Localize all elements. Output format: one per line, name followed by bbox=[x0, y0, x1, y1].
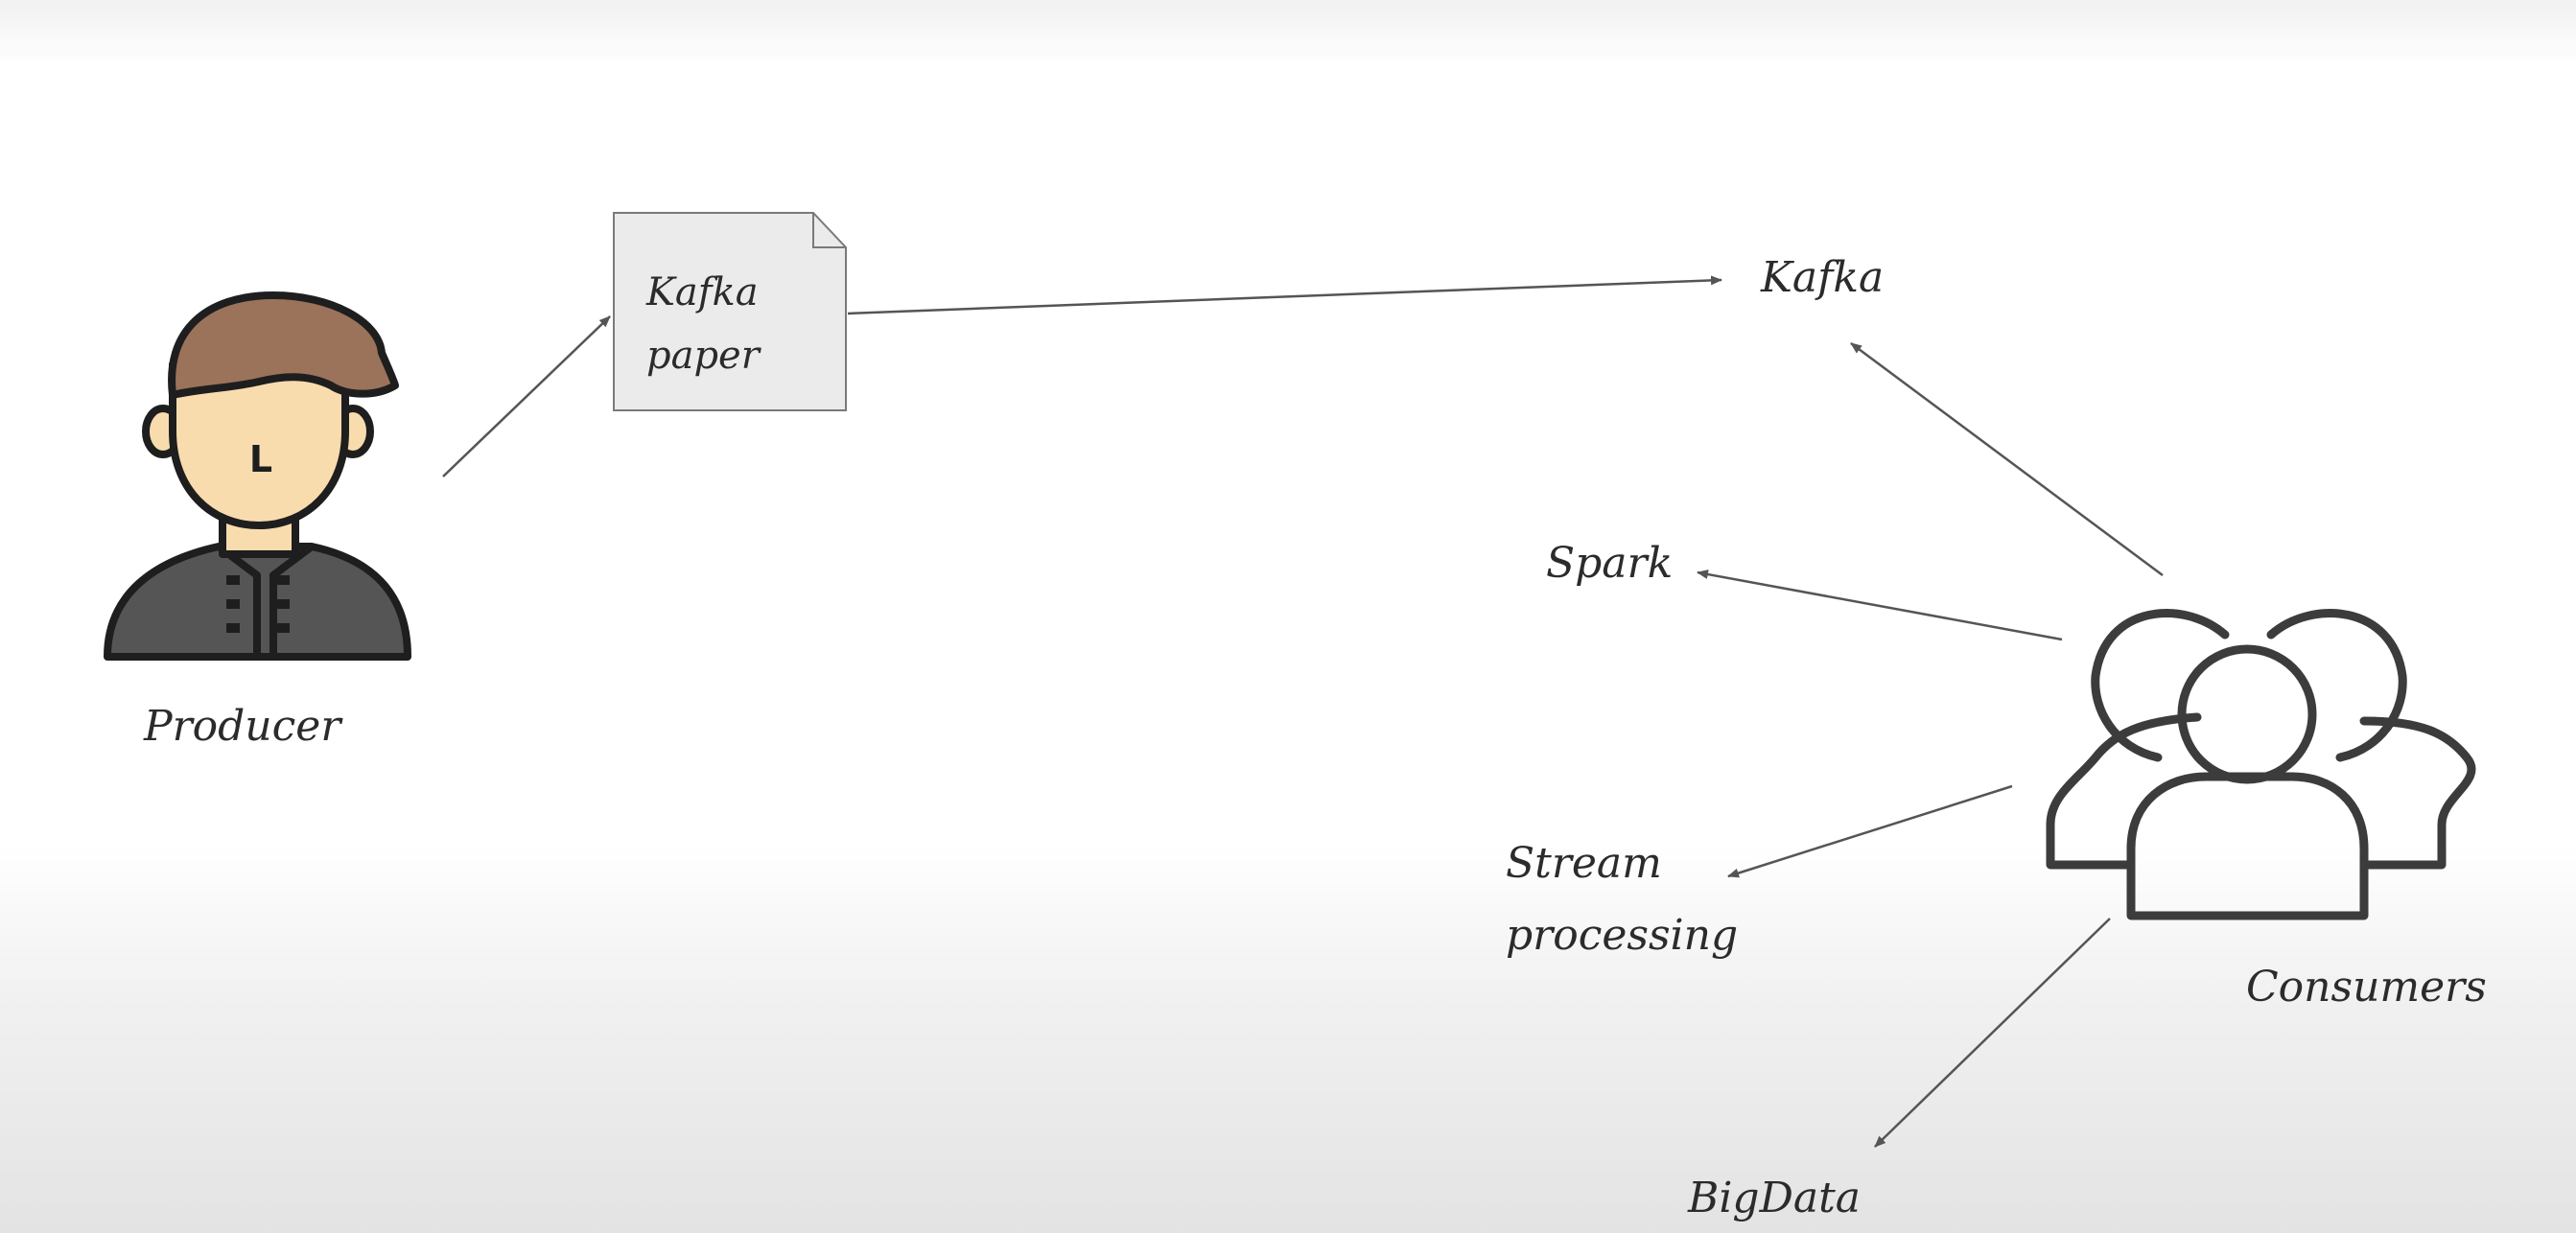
arrow-consumers-to-bigdata bbox=[1874, 918, 2111, 1148]
producer-face bbox=[169, 361, 349, 529]
arrow-consumers-to-spark bbox=[1697, 570, 2063, 641]
kafka-label: Kafka bbox=[1761, 253, 1885, 302]
arrow-paper-to-kafka bbox=[847, 275, 1722, 315]
producer-hair bbox=[168, 291, 399, 399]
document-label-line1: Kafka bbox=[646, 270, 759, 314]
spark-label: Spark bbox=[1546, 539, 1674, 588]
producer-label: Producer bbox=[144, 702, 341, 751]
stream-label-line1: Stream bbox=[1506, 839, 1662, 888]
document-icon bbox=[613, 212, 847, 411]
bigdata-label: BigData bbox=[1688, 1174, 1861, 1222]
stream-label-line2: processing bbox=[1506, 910, 1739, 960]
document-fold bbox=[812, 213, 846, 248]
arrow-consumers-to-kafka bbox=[1850, 341, 2164, 577]
document-label-line2: paper bbox=[646, 334, 760, 378]
person-icon bbox=[104, 291, 411, 661]
stream-processing-label: Stream processing bbox=[1506, 828, 1738, 972]
arrow-consumers-to-stream bbox=[1727, 784, 2013, 878]
arrow-producer-to-paper bbox=[442, 315, 611, 477]
document-label: Kafka paper bbox=[646, 261, 760, 387]
consumers-label: Consumers bbox=[2246, 963, 2487, 1012]
producer-badge: L bbox=[249, 438, 272, 480]
group-icon bbox=[2046, 609, 2476, 920]
